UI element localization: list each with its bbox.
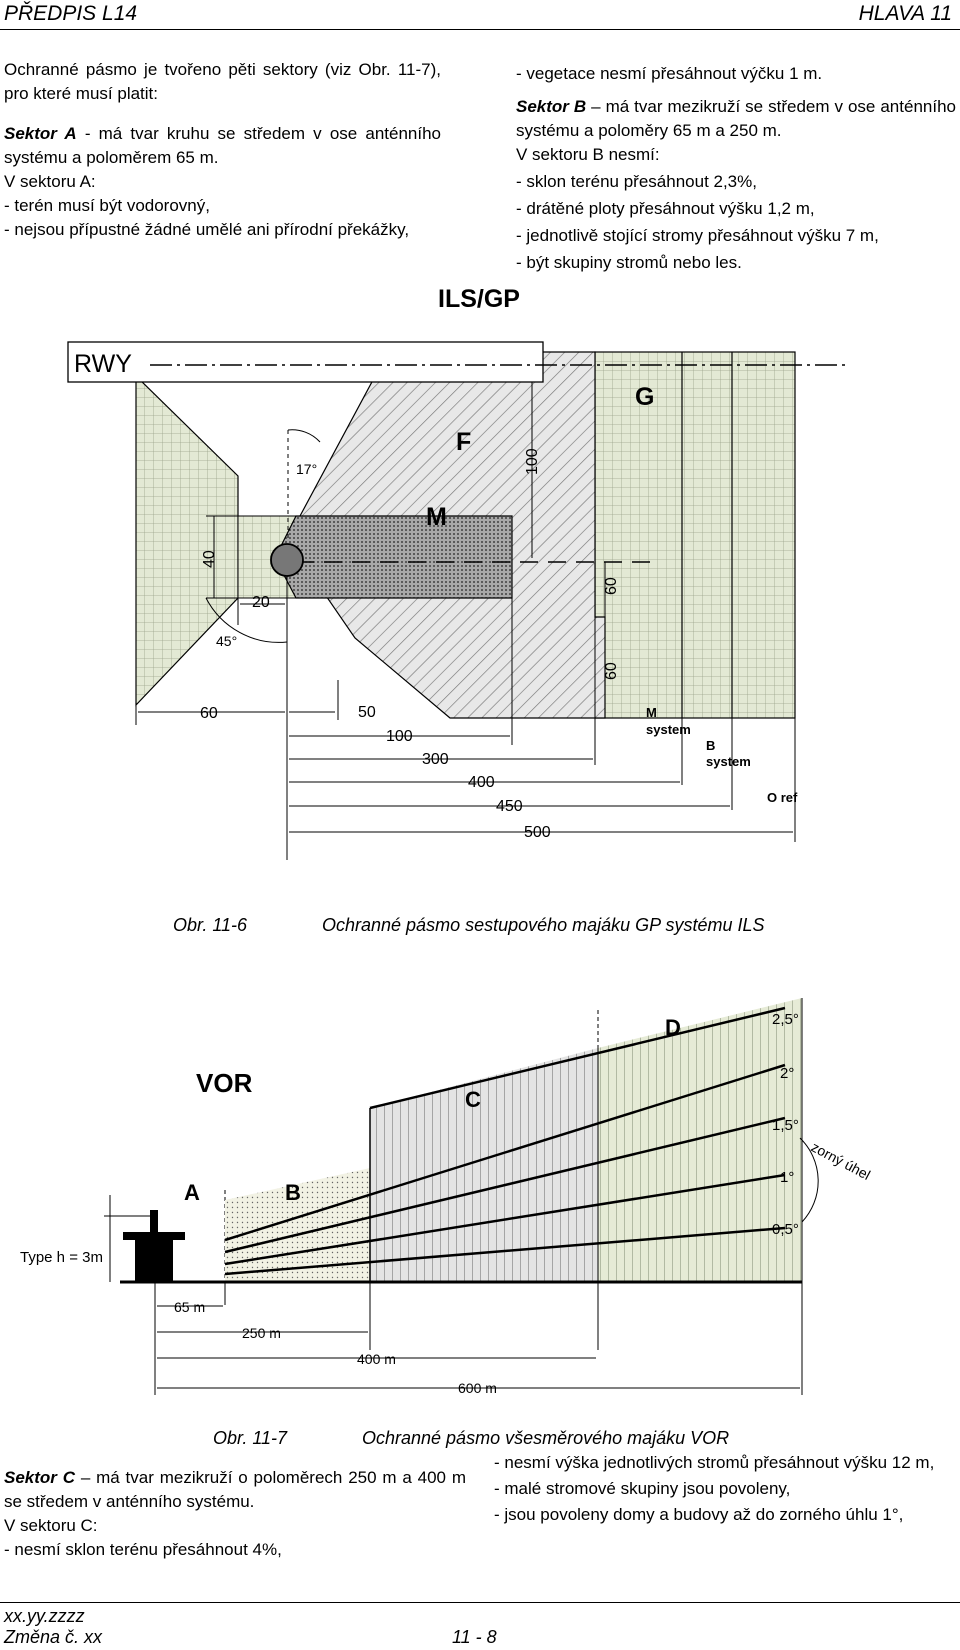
sector-b-text: – má tvar mezikruží se středem v ose ant… bbox=[516, 97, 956, 140]
top-right-column: - vegetace nesmí přesáhnout výčku 1 m. S… bbox=[516, 62, 956, 275]
footer-date: xx.yy.zzzz bbox=[4, 1606, 85, 1626]
dim-400m-label: 400 m bbox=[357, 1351, 396, 1367]
dim-300-label: 300 bbox=[422, 751, 449, 768]
sector-b-paragraph: Sektor B – má tvar mezikruží se středem … bbox=[516, 95, 956, 143]
m-system-label-2: system bbox=[646, 722, 691, 737]
dim-60b-label: 60 bbox=[603, 577, 620, 595]
list-item: - drátěné ploty přesáhnout výšku 1,2 m, bbox=[516, 199, 815, 218]
footer-rule bbox=[0, 1602, 960, 1603]
bottom-right-column: - nesmí výška jednotlivých stromů přesáh… bbox=[494, 1451, 956, 1527]
header-rule bbox=[0, 29, 960, 30]
zone-b-label: B bbox=[285, 1180, 301, 1205]
angle-label-2: 2° bbox=[780, 1065, 794, 1082]
sector-a-paragraph: Sektor A - má tvar kruhu se středem v os… bbox=[4, 122, 441, 170]
vor-diagram: Type h = 3m VOR A B C D 2,5° 2° 1,5° 1° … bbox=[20, 998, 873, 1396]
sector-b bbox=[225, 1168, 370, 1282]
sector-a-intro: V sektoru A: bbox=[4, 172, 96, 191]
intro-text: Ochranné pásmo je tvořeno pěti sektory (… bbox=[4, 60, 441, 103]
dim-65m-label: 65 m bbox=[174, 1299, 205, 1315]
angle-label-2-5: 2,5° bbox=[772, 1011, 799, 1028]
header-right: HLAVA 11 bbox=[858, 2, 952, 25]
dim-250m-label: 250 m bbox=[242, 1325, 281, 1341]
b-system-label-2: system bbox=[706, 754, 751, 769]
vor-antenna-base bbox=[135, 1235, 173, 1282]
angle-label-1: 1° bbox=[780, 1169, 794, 1186]
angle-line-0-5 bbox=[224, 1226, 786, 1276]
list-item: - nejsou přípustné žádné umělé ani příro… bbox=[4, 220, 410, 239]
sector-c-intro: V sektoru C: bbox=[4, 1516, 98, 1535]
ils-gp-diagram: ILS/GP RWY G F M 17° 100 40 20 45° 60 60 bbox=[67, 285, 850, 860]
dim-60a-label: 60 bbox=[200, 705, 218, 722]
list-item: - vegetace nesmí přesáhnout výčku 1 m. bbox=[516, 64, 823, 83]
sector-c-text: – má tvar mezikruží o poloměrech 250 m a… bbox=[4, 1468, 466, 1511]
zone-g-label: G bbox=[635, 383, 654, 411]
sector-c-label: Sektor C bbox=[4, 1468, 76, 1487]
list-item: - jednotlivě stojící stromy přesáhnout v… bbox=[516, 226, 879, 245]
angle-label-1-5: 1,5° bbox=[772, 1117, 799, 1134]
angle-line-1 bbox=[224, 1173, 786, 1266]
list-item: - malé stromové skupiny jsou povoleny, bbox=[494, 1479, 791, 1498]
angle-line-2-5 bbox=[369, 1006, 786, 1110]
top-left-column: Ochranné pásmo je tvořeno pěti sektory (… bbox=[4, 58, 441, 242]
sector-d bbox=[598, 998, 802, 1282]
dim-60c-label: 60 bbox=[603, 662, 620, 680]
footer-change: Změna č. xx bbox=[4, 1627, 103, 1647]
bottom-left-column: Sektor C – má tvar mezikruží o poloměrec… bbox=[4, 1466, 466, 1562]
dim-40-label: 40 bbox=[201, 550, 218, 568]
zone-c-label: C bbox=[465, 1087, 481, 1112]
angle-line-2 bbox=[224, 1063, 786, 1242]
sector-m bbox=[274, 515, 513, 599]
footer-page-number: 11 - 8 bbox=[452, 1627, 497, 1647]
fig1-title: ILS/GP bbox=[438, 285, 520, 313]
header-left: PŘEDPIS L14 bbox=[4, 2, 138, 25]
list-item: - nesmí sklon terénu přesáhnout 4%, bbox=[4, 1540, 282, 1559]
list-item: - jsou povoleny domy a budovy až do zorn… bbox=[494, 1505, 904, 1524]
dim-600m-label: 600 m bbox=[458, 1380, 497, 1396]
b-system-label-1: B bbox=[706, 738, 715, 753]
angle-45-label: 45° bbox=[216, 633, 237, 649]
dim-100-label: 100 bbox=[386, 728, 413, 745]
type-h-label: Type h = 3m bbox=[20, 1249, 103, 1266]
sector-b-label: Sektor B bbox=[516, 97, 587, 116]
vor-title: VOR bbox=[196, 1068, 253, 1098]
m-system-label-1: M bbox=[646, 705, 657, 720]
sector-left-triangle bbox=[135, 374, 239, 707]
list-item: - být skupiny stromů nebo les. bbox=[516, 253, 742, 272]
angle-line-1-5 bbox=[224, 1116, 786, 1254]
fig2-caption-number: Obr. 11-7 bbox=[213, 1428, 288, 1448]
zone-d-label: D bbox=[665, 1015, 681, 1040]
sector-c bbox=[370, 1048, 598, 1282]
fig1-caption-number: Obr. 11-6 bbox=[173, 915, 248, 935]
dim-400-label: 400 bbox=[468, 774, 495, 791]
zone-f-label: F bbox=[456, 428, 471, 456]
list-item: - nesmí výška jednotlivých stromů přesáh… bbox=[494, 1453, 935, 1472]
fig1-caption-text: Ochranné pásmo sestupového majáku GP sys… bbox=[322, 915, 765, 935]
sector-a-label: Sektor A bbox=[4, 124, 77, 143]
sector-c-paragraph: Sektor C – má tvar mezikruží o poloměrec… bbox=[4, 1466, 466, 1514]
dim-500-label: 500 bbox=[524, 824, 551, 841]
o-ref-label: O ref bbox=[767, 790, 798, 805]
runway bbox=[67, 341, 544, 383]
sector-b-intro: V sektoru B nesmí: bbox=[516, 145, 660, 164]
dim-50-label: 50 bbox=[358, 704, 376, 721]
dim-100v-label: 100 bbox=[524, 448, 541, 475]
sector-a-text: - má tvar kruhu se středem v ose anténní… bbox=[4, 124, 441, 167]
zone-a-label: A bbox=[184, 1180, 200, 1205]
angle-label-0-5: 0,5° bbox=[772, 1221, 799, 1238]
rwy-label: RWY bbox=[74, 350, 132, 378]
zone-m-label: M bbox=[426, 503, 447, 531]
fig2-caption-text: Ochranné pásmo všesměrového majáku VOR bbox=[362, 1428, 730, 1448]
dim-450-label: 450 bbox=[496, 798, 523, 815]
dim-20-label: 20 bbox=[252, 594, 270, 611]
list-item: - terén musí být vodorovný, bbox=[4, 196, 210, 215]
sector-g bbox=[594, 351, 796, 719]
list-item: - sklon terénu přesáhnout 2,3%, bbox=[516, 172, 757, 191]
antenna-icon bbox=[270, 543, 304, 577]
angle-17-label: 17° bbox=[296, 461, 317, 477]
